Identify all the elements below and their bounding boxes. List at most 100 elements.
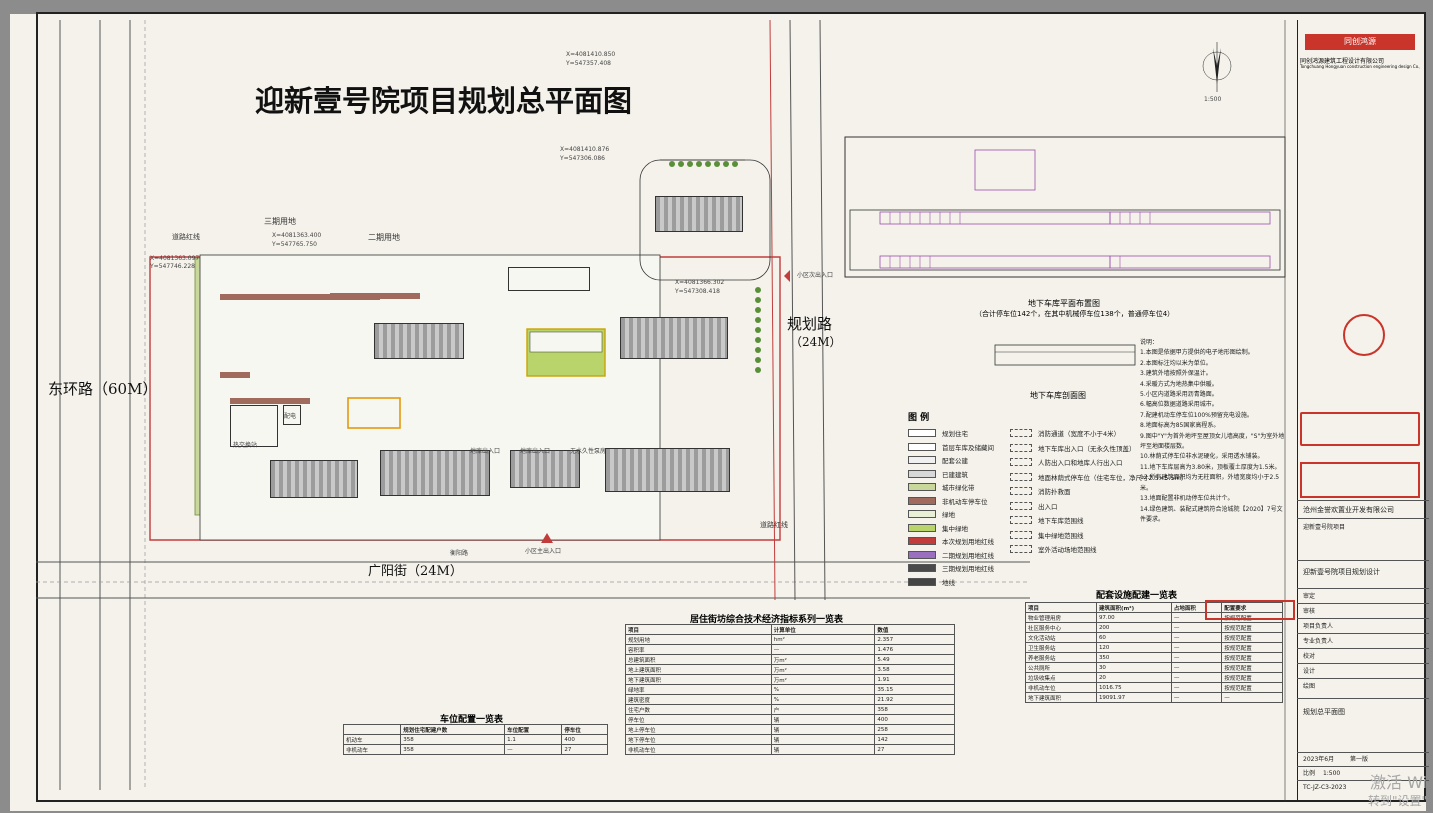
- role-row: 专业负责人: [1297, 633, 1429, 649]
- legend-item: 二期规划用地红线: [908, 550, 994, 560]
- legend-item-2: 消防通道（宽度不小于4米）: [1010, 428, 1120, 438]
- road-guangyang-label: 广阳街（24M）: [368, 564, 463, 579]
- coord-5y: Y=547746.228: [150, 263, 195, 270]
- legend-line-swatch: [1010, 501, 1032, 510]
- table-cell: 97.00: [1095, 612, 1172, 623]
- heat-exchange-station: [230, 405, 278, 447]
- table-header-cell: 停车位: [561, 724, 608, 735]
- notes-block: 说明：1.本图是依据甲方提供的电子地形图绘制。2.本图标注均以米为单位。3.建筑…: [1140, 338, 1285, 525]
- table-cell: 万m²: [770, 674, 876, 685]
- table-cell: —: [1170, 652, 1223, 663]
- note-line: 7.配建机动车停车位100%预留充电设施。: [1140, 411, 1253, 419]
- table-cell: 辆: [770, 734, 876, 745]
- approval-stamp: [1205, 600, 1295, 620]
- legend-item: 集中绿地: [908, 523, 968, 533]
- project-row: 迎新壹号院项目: [1297, 518, 1429, 537]
- road-red-line-label-2: 道路红线: [760, 521, 788, 529]
- garage-entrance-label-2: 地库出入口: [520, 448, 551, 455]
- legend-item-2: 人防出入口和地库人行出入口: [1010, 457, 1123, 467]
- legend-title: 图 例: [908, 413, 930, 423]
- table-cell: —: [1170, 682, 1223, 693]
- table-cell: —: [1170, 642, 1223, 653]
- table-cell: 400: [561, 734, 608, 745]
- table-cell: 辆: [770, 714, 876, 725]
- table-cell: 400: [874, 714, 955, 725]
- table-cell: 20: [1095, 672, 1172, 683]
- legend-line-swatch: [1010, 458, 1032, 466]
- legend-item: 绿地: [908, 509, 955, 519]
- developer-row: 沧州金誉欢置业开发有限公司: [1297, 500, 1429, 519]
- note-line: 11.地下车库层高为3.80米，顶板覆土厚度为1.5米。: [1140, 463, 1281, 471]
- legend-swatch: [908, 469, 936, 478]
- table-header-cell: 计算单位: [770, 624, 876, 635]
- coord-5x: X=4081363.097: [150, 255, 200, 262]
- legend-swatch: [908, 523, 936, 532]
- table-cell: %: [770, 694, 876, 705]
- coord-1y: Y=547357.408: [566, 60, 611, 67]
- table-cell: —: [504, 744, 563, 755]
- role-row: 绘图: [1297, 678, 1429, 694]
- table-cell: 建筑密度: [625, 694, 772, 705]
- table-header-cell: 建筑面积(m²): [1095, 602, 1172, 613]
- table-cell: 万m²: [770, 664, 876, 675]
- legend-label: 室外活动场地范围线: [1038, 546, 1097, 554]
- legend-label: 地下车库范围线: [1038, 517, 1084, 525]
- date-value: 2023年6月: [1303, 756, 1335, 763]
- legend-swatch: [908, 442, 936, 451]
- table-cell: 1.1: [504, 734, 563, 745]
- legend-swatch: [908, 510, 936, 518]
- building-5: [380, 450, 490, 496]
- table-cell: %: [770, 684, 876, 695]
- role-row: 设计: [1297, 663, 1429, 679]
- table-cell: —: [1221, 692, 1283, 703]
- note-line: 12.所有建筑面积均为无柱面积，外墙宽度均小于2.5米。: [1140, 474, 1280, 492]
- legend-label: 集中绿地: [942, 524, 968, 533]
- legend-swatch: [908, 577, 936, 586]
- table-cell: hm²: [770, 634, 876, 645]
- project-plan-row: 迎新壹号院项目规划设计: [1297, 560, 1429, 583]
- note-line: 2.本图标注均以米为单位。: [1140, 359, 1212, 367]
- role-row: 审核: [1297, 603, 1429, 619]
- table-header-cell: 规划住宅配建户数: [400, 724, 506, 735]
- table-cell: 27: [561, 744, 608, 755]
- legend-line-swatch: [1010, 530, 1032, 539]
- role-row: 项目负责人: [1297, 618, 1429, 634]
- legend-swatch: [908, 550, 936, 559]
- legend-label: 首层车库及储藏间: [942, 443, 994, 452]
- table-cell: —: [1170, 632, 1223, 643]
- note-line: 3.建筑外墙按照外保温计。: [1140, 370, 1212, 378]
- garage-plan-title: 地下车库平面布置图: [1028, 299, 1100, 308]
- legend-label: 非机动车停车位: [942, 497, 988, 506]
- legend-label: 绿地: [942, 511, 955, 519]
- table-cell: 地下建筑面积: [625, 674, 772, 685]
- legend-line-swatch: [1010, 472, 1032, 481]
- building-service: [508, 267, 590, 291]
- hengyang-road-label: 衡阳路: [450, 550, 469, 557]
- econ-table-title: 居住街坊综合技术经济指标系列一览表: [690, 615, 844, 625]
- table-cell: 物业管理用房: [1025, 612, 1097, 623]
- building-3: [655, 196, 743, 232]
- table-cell: 规划用地: [625, 634, 772, 645]
- table-cell: 按规范配置: [1221, 632, 1283, 643]
- table-cell: 卫生服务站: [1025, 642, 1097, 653]
- table-row: 绿地率%35.15: [625, 684, 955, 695]
- legend-swatch: [908, 429, 936, 437]
- drawing-number: TC-JZ-C3-2023: [1297, 780, 1429, 795]
- table-header-row: 项目计算单位数值: [625, 624, 955, 635]
- seal-stamp: [1343, 314, 1385, 356]
- legend-label: 地面林荫式停车位（住宅车位，净尺寸2.5×5.5m）: [1038, 473, 1188, 482]
- main-entrance-label: 小区主出入口: [525, 548, 562, 555]
- legend-item-2: 消防扑救面: [1010, 486, 1071, 496]
- legend-label: 人防出入口和地库人行出入口: [1038, 459, 1123, 467]
- note-line: 4.采暖方式为地热集中供暖。: [1140, 380, 1218, 388]
- table-cell: 258: [874, 724, 955, 735]
- building-2: [620, 317, 728, 359]
- table-cell: 地下停车位: [625, 734, 772, 745]
- legend-item: 首层车库及储藏间: [908, 442, 994, 452]
- coord-1x: X=4081410.850: [566, 51, 616, 58]
- legend-swatch: [908, 496, 936, 505]
